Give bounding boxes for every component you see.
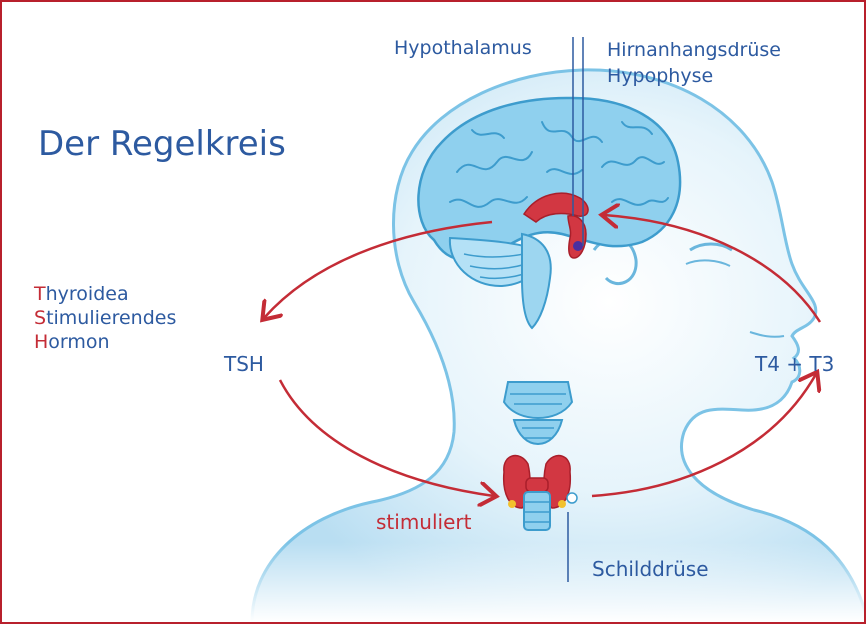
hirnanhangsdruese-label: Hirnanhangsdrüse (607, 37, 781, 63)
tsh-expansion-line: Thyroidea (34, 282, 176, 306)
schilddruese-label: Schilddrüse (592, 557, 709, 581)
tsh-expansion: Thyroidea Stimulierendes Hormon (34, 282, 176, 354)
pituitary-label: Hirnanhangsdrüse Hypophyse (607, 37, 781, 89)
stimuliert-label: stimuliert (376, 510, 471, 534)
tsh-initial: T (34, 283, 46, 305)
tsh-word-rest: ormon (48, 331, 109, 353)
tsh-word-rest: timulierendes (46, 307, 176, 329)
t4-t3-label: T4 + T3 (755, 352, 834, 376)
tsh-expansion-line: Hormon (34, 330, 176, 354)
tsh-initial: H (34, 331, 48, 353)
tsh-word-rest: hyroidea (46, 283, 129, 305)
tsh-expansion-line: Stimulierendes (34, 306, 176, 330)
tsh-label: TSH (224, 352, 264, 376)
hypophyse-label: Hypophyse (607, 63, 781, 89)
tsh-initial: S (34, 307, 46, 329)
diagram-title: Der Regelkreis (38, 124, 286, 164)
hypothalamus-label: Hypothalamus (394, 37, 532, 59)
